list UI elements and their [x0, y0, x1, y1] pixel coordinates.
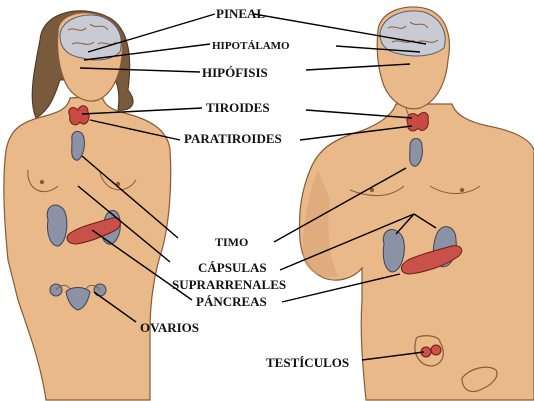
label-capsulas-line1: CÁPSULAS	[198, 260, 267, 275]
leader-timo-female	[81, 155, 179, 239]
female-fallopian-tubes	[55, 284, 101, 291]
leader-paratiroides-female	[89, 119, 181, 141]
leader-lines	[77, 13, 437, 361]
male-arm	[302, 170, 338, 278]
label-hipotalamo: HIPOTÁLAMO	[212, 40, 290, 52]
male-thyroid	[406, 112, 429, 132]
label-timo: TIMO	[215, 235, 248, 249]
male-nipple-right	[459, 187, 465, 193]
male-brain	[379, 10, 446, 57]
female-breast-left	[27, 169, 59, 192]
leader-ovarios	[93, 291, 137, 323]
male-hand	[461, 366, 498, 393]
label-pancreas: PÁNCREAS	[196, 294, 267, 309]
female-body	[3, 95, 172, 401]
leader-capsulas-male-3	[413, 213, 437, 229]
label-tiroides: TIROIDES	[206, 100, 270, 115]
leader-capsulas-female	[77, 185, 171, 263]
female-brain	[59, 14, 122, 61]
male-body	[298, 103, 534, 401]
label-ovarios: OVARIOS	[140, 320, 199, 335]
label-pineal: PINEAL	[216, 6, 265, 21]
label-capsulas-line2: SUPRARRENALES	[172, 277, 286, 292]
leader-capsulas-male-2	[395, 213, 415, 235]
male-thymus	[409, 138, 423, 167]
female-thyroid	[68, 105, 90, 126]
female-uterus	[65, 287, 91, 311]
leader-hipofisis-female	[79, 67, 201, 73]
male-brain-folds	[387, 21, 439, 43]
female-breast-right	[99, 171, 137, 191]
leader-hipofisis-male	[305, 63, 411, 71]
label-paratiroides: PARATIROIDES	[184, 131, 282, 146]
leader-timo-male	[273, 167, 407, 243]
leader-pineal-female	[87, 13, 216, 53]
leader-testiculos	[361, 351, 425, 361]
leader-pancreas-male	[281, 273, 401, 303]
female-nipple-left	[39, 179, 45, 185]
male-kidney-left	[382, 229, 405, 273]
female-figure	[3, 10, 172, 401]
label-testiculos: TESTÍCULOS	[266, 355, 349, 370]
male-testis-right	[430, 344, 442, 356]
male-pancreas	[401, 245, 463, 275]
leader-hipotalamo-female	[83, 43, 211, 61]
leader-tiroides-female	[81, 107, 203, 115]
male-chest-lines	[349, 185, 481, 196]
leader-hipotalamo-male	[335, 45, 421, 53]
male-figure	[298, 6, 534, 401]
leader-capsulas-male-1	[279, 213, 415, 271]
leader-paratiroides-male	[299, 125, 413, 141]
female-kidney-left	[46, 204, 68, 247]
labels: PINEAL HIPOTÁLAMO HIPÓFISIS TIROIDES PAR…	[140, 6, 349, 370]
label-hipofisis: HIPÓFISIS	[202, 65, 268, 80]
leader-tiroides-male	[305, 109, 413, 119]
leader-pineal-male	[253, 13, 427, 45]
male-nipple-left	[369, 187, 375, 193]
leader-pancreas-female	[91, 229, 193, 301]
female-brain-folds	[67, 23, 117, 45]
female-thymus	[71, 131, 85, 161]
